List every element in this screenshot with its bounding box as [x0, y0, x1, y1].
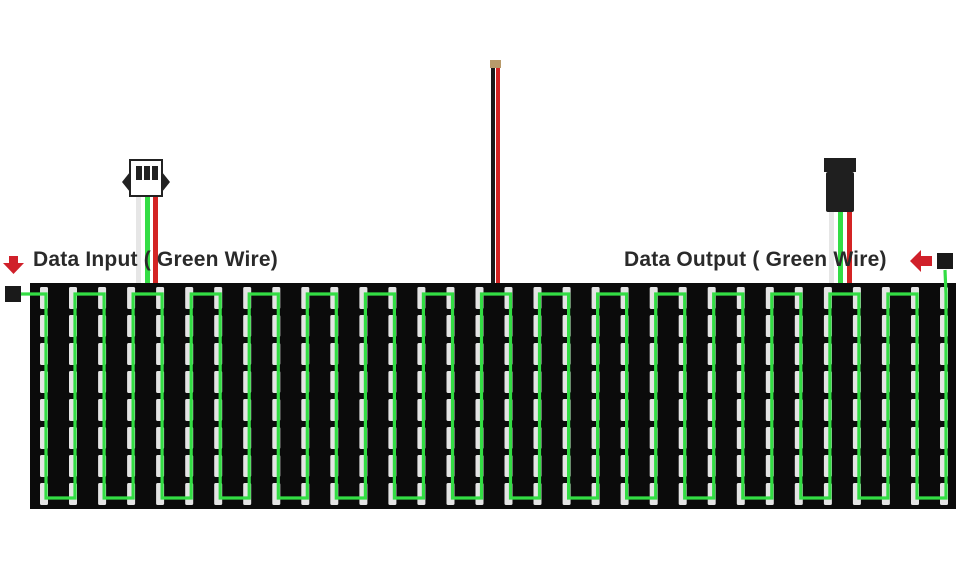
center-power-wires [490, 60, 501, 286]
input-connector [122, 159, 170, 286]
data-input-marker [3, 256, 24, 302]
arrow-down-icon [3, 256, 24, 274]
data-output-marker [910, 250, 953, 272]
output-connector [824, 158, 856, 286]
input-terminal-icon [5, 286, 21, 302]
data-wire-path [21, 269, 948, 500]
arrow-left-icon [910, 250, 932, 272]
data-output-label: Data Output ( Green Wire) [624, 248, 887, 271]
led-matrix-panel [30, 283, 956, 509]
output-terminal-icon [937, 253, 953, 269]
data-input-label: Data Input ( Green Wire) [33, 248, 278, 271]
